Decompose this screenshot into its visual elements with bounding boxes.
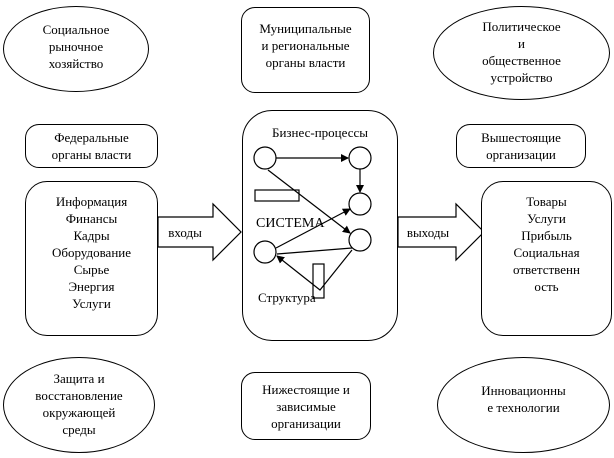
environment-ellipse: [3, 357, 155, 453]
business-processes-label: Бизнес-процессы: [272, 125, 368, 140]
environment-label: Защита и восстановление окружающей среды: [35, 371, 123, 437]
system-title: СИСТЕМА: [256, 216, 325, 231]
output-item: Товары: [526, 194, 567, 209]
social-market-ellipse: [3, 6, 149, 92]
input-item: Услуги: [72, 296, 111, 311]
output-item: Прибыль: [521, 228, 572, 243]
outputs-block-arrow: [397, 202, 485, 262]
municipal-box: [241, 7, 370, 93]
structure-label: Структура: [258, 290, 316, 305]
political-label: Политическое и общественное устройство: [482, 19, 561, 85]
inputs-block-arrow: [157, 202, 242, 262]
input-item: Кадры: [73, 228, 110, 243]
outputs-list: Товары Услуги Прибыль Социальная ответст…: [481, 193, 612, 295]
output-item: Услуги: [527, 211, 566, 226]
subordinate-box: [241, 372, 371, 440]
flow-arrow-5-3: [275, 208, 351, 249]
input-item: Сырье: [73, 262, 110, 277]
innovation-label: Инновационны е технологии: [481, 383, 566, 415]
federal-label: Федеральные органы власти: [51, 130, 132, 162]
process-node-5: [253, 240, 277, 264]
superior-label: Вышестоящие организации: [481, 130, 561, 162]
flow-arrow-1-4: [267, 169, 351, 234]
process-block-rect: [254, 189, 300, 202]
output-item: ответственн: [513, 262, 580, 277]
federal-box: [25, 124, 158, 168]
system-box: [242, 110, 398, 341]
input-item: Финансы: [65, 211, 118, 226]
subordinate-label: Нижестоящие и зависимые организации: [262, 382, 350, 431]
inputs-arrow-label: входы: [168, 225, 202, 240]
inputs-list: Информация Финансы Кадры Оборудование Сы…: [25, 193, 158, 312]
output-item: ость: [534, 279, 559, 294]
input-item: Информация: [55, 194, 128, 209]
municipal-label: Муниципальные и региональные органы влас…: [259, 21, 352, 70]
flow-arrow-4-back: [276, 249, 353, 291]
innovation-ellipse: [437, 357, 610, 453]
input-item: Оборудование: [51, 245, 132, 260]
social-market-label: Социальное рыночное хозяйство: [42, 22, 110, 71]
political-ellipse: [433, 6, 610, 100]
outputs-box: [481, 181, 612, 336]
inputs-box: [25, 181, 158, 336]
process-node-4: [348, 228, 372, 252]
output-item: Социальная: [513, 245, 580, 260]
flow-arrow-4-5: [276, 247, 353, 255]
structure-block-rect: [312, 263, 325, 299]
superior-box: [456, 124, 586, 168]
input-item: Энергия: [68, 279, 115, 294]
outputs-arrow-label: выходы: [406, 225, 450, 240]
process-node-3: [348, 192, 372, 216]
